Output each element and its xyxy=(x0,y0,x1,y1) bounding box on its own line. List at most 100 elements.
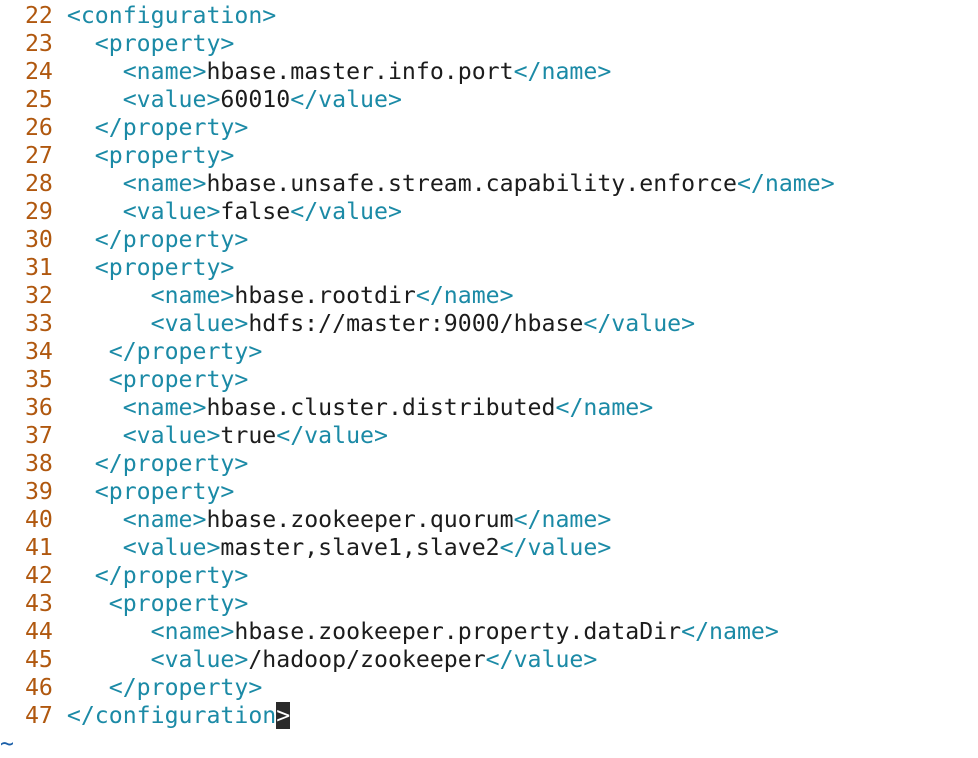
xml-text: true xyxy=(220,422,277,449)
line-number: 42 xyxy=(11,562,53,589)
xml-tag: </property> xyxy=(66,674,263,701)
xml-tag: <property> xyxy=(66,366,249,393)
code-line[interactable]: 37 <value>true</value> xyxy=(11,422,835,450)
line-number: 39 xyxy=(11,478,53,505)
xml-text: /hadoop/zookeeper xyxy=(248,646,486,673)
line-number: 30 xyxy=(11,226,53,253)
xml-text: 60010 xyxy=(220,86,291,113)
xml-text: hbase.cluster.distributed xyxy=(206,394,556,421)
xml-tag: <name> xyxy=(66,58,207,85)
xml-tag: <property> xyxy=(66,30,235,57)
xml-tag: </name> xyxy=(513,506,612,533)
code-line[interactable]: 27 <property> xyxy=(11,142,835,170)
xml-tag: </value> xyxy=(485,646,598,673)
code-line[interactable]: 35 <property> xyxy=(11,366,835,394)
line-number: 46 xyxy=(11,674,53,701)
xml-text: hbase.master.info.port xyxy=(206,58,514,85)
code-line[interactable]: 24 <name>hbase.master.info.port</name> xyxy=(11,58,835,86)
xml-tag: <name> xyxy=(66,170,207,197)
code-line[interactable]: 47 </configuration> xyxy=(11,702,835,730)
xml-tag: </name> xyxy=(681,618,779,645)
line-number: 23 xyxy=(11,30,53,57)
code-line[interactable]: 45 <value>/hadoop/zookeeper</value> xyxy=(11,646,835,674)
xml-tag: </configuration xyxy=(66,702,277,729)
xml-tag: </value> xyxy=(290,198,402,225)
line-number: 41 xyxy=(11,534,53,561)
xml-tag: </name> xyxy=(513,58,612,85)
xml-tag: <value> xyxy=(66,86,221,113)
code-line[interactable]: 30 </property> xyxy=(11,226,835,254)
code-line[interactable]: 23 <property> xyxy=(11,30,835,58)
xml-tag: </name> xyxy=(555,394,654,421)
code-line[interactable]: 46 </property> xyxy=(11,674,835,702)
xml-tag: <property> xyxy=(66,254,235,281)
code-line[interactable]: 26 </property> xyxy=(11,114,835,142)
line-number: 26 xyxy=(11,114,53,141)
xml-tag: <property> xyxy=(66,142,235,169)
xml-tag: </property> xyxy=(66,114,249,141)
xml-text: hbase.zookeeper.property.dataDir xyxy=(234,618,682,645)
code-line[interactable]: 40 <name>hbase.zookeeper.quorum</name> xyxy=(11,506,835,534)
code-line[interactable]: 32 <name>hbase.rootdir</name> xyxy=(11,282,835,310)
line-number: 34 xyxy=(11,338,53,365)
line-number: 36 xyxy=(11,394,53,421)
code-line[interactable]: 36 <name>hbase.cluster.distributed</name… xyxy=(11,394,835,422)
line-number: 45 xyxy=(11,646,53,673)
xml-tag: </property> xyxy=(66,562,249,589)
code-line[interactable]: 41 <value>master,slave1,slave2</value> xyxy=(11,534,835,562)
xml-tag: <name> xyxy=(66,618,235,645)
code-line[interactable]: 42 </property> xyxy=(11,562,835,590)
line-number: 32 xyxy=(11,282,53,309)
line-number: 40 xyxy=(11,506,53,533)
xml-tag: </name> xyxy=(736,170,835,197)
code-line[interactable]: 31 <property> xyxy=(11,254,835,282)
text-cursor: > xyxy=(276,702,291,729)
line-number: 31 xyxy=(11,254,53,281)
xml-tag: </property> xyxy=(66,450,249,477)
xml-tag: </property> xyxy=(66,338,263,365)
xml-tag: </value> xyxy=(290,86,402,113)
line-number: 44 xyxy=(11,618,53,645)
line-number: 35 xyxy=(11,366,53,393)
xml-text: hbase.unsafe.stream.capability.enforce xyxy=(206,170,737,197)
xml-text: false xyxy=(220,198,291,225)
xml-tag: <value> xyxy=(66,646,249,673)
code-line[interactable]: 34 </property> xyxy=(11,338,835,366)
xml-text: hbase.rootdir xyxy=(234,282,416,309)
xml-tag: <configuration> xyxy=(66,2,277,29)
xml-text: hdfs://master:9000/hbase xyxy=(248,310,584,337)
line-number: 37 xyxy=(11,422,53,449)
xml-tag: <value> xyxy=(66,310,249,337)
xml-tag: <name> xyxy=(66,282,235,309)
line-number: 33 xyxy=(11,310,53,337)
xml-tag: <name> xyxy=(66,394,207,421)
line-number: 22 xyxy=(11,2,53,29)
vim-editor[interactable]: 22 <configuration> 23 <property> 24 <nam… xyxy=(0,2,835,758)
empty-line-marker: ~ xyxy=(0,730,14,757)
xml-tag: <property> xyxy=(66,590,249,617)
code-line[interactable]: 38 </property> xyxy=(11,450,835,478)
xml-text: master,slave1,slave2 xyxy=(220,534,500,561)
code-line[interactable]: 28 <name>hbase.unsafe.stream.capability.… xyxy=(11,170,835,198)
xml-tag: </value> xyxy=(583,310,696,337)
xml-tag: <value> xyxy=(66,198,221,225)
xml-tag: <value> xyxy=(66,422,221,449)
code-line[interactable]: 29 <value>false</value> xyxy=(11,198,835,226)
code-line[interactable]: 33 <value>hdfs://master:9000/hbase</valu… xyxy=(11,310,835,338)
code-line[interactable]: 22 <configuration> xyxy=(11,2,835,30)
code-line[interactable]: 25 <value>60010</value> xyxy=(11,86,835,114)
code-line[interactable]: 39 <property> xyxy=(11,478,835,506)
xml-tag: </value> xyxy=(499,534,612,561)
line-number: 28 xyxy=(11,170,53,197)
line-number: 38 xyxy=(11,450,53,477)
line-number: 47 xyxy=(11,702,53,729)
code-line[interactable]: 43 <property> xyxy=(11,590,835,618)
xml-tag: <property> xyxy=(66,478,235,505)
xml-tag: </name> xyxy=(415,282,514,309)
line-number: 24 xyxy=(11,58,53,85)
xml-text: hbase.zookeeper.quorum xyxy=(206,506,514,533)
code-line[interactable]: 44 <name>hbase.zookeeper.property.dataDi… xyxy=(11,618,835,646)
xml-tag: </property> xyxy=(66,226,249,253)
xml-tag: <name> xyxy=(66,506,207,533)
line-number: 29 xyxy=(11,198,53,225)
